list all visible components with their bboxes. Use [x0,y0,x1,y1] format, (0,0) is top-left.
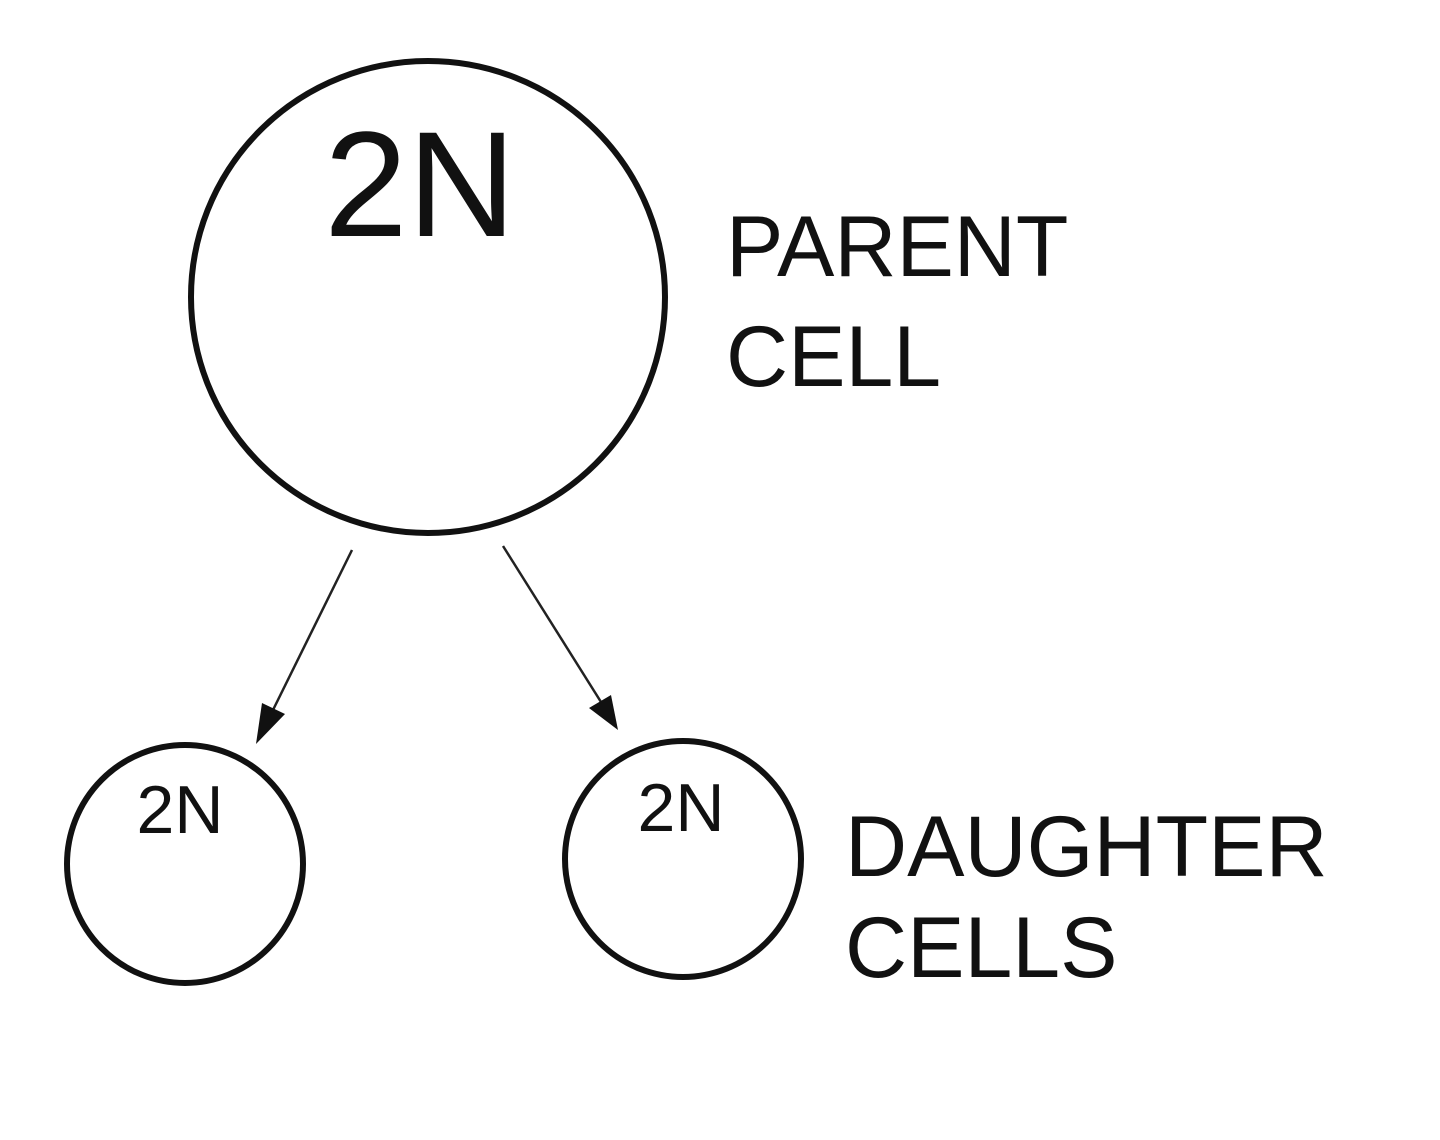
parent-cell-circle [188,58,668,536]
parent-cell-label: PARENT CELL [726,199,1068,405]
daughter-cells-label-line1: DAUGHTER [845,799,1328,895]
arrow-right [501,545,618,730]
daughter-cells-label-line2: CELLS [845,900,1118,996]
arrow-left [256,549,354,744]
arrow-left-head [256,703,285,744]
daughter-cell-right-ploidy: 2N [638,770,725,846]
parent-cell: 2N [188,58,668,536]
daughter-cell-left: 2N [64,742,306,986]
daughter-cell-right: 2N [562,738,804,980]
daughter-cell-left-circle [64,742,306,986]
arrow-right-shaft [501,545,603,703]
parent-cell-ploidy: 2N [324,100,516,268]
arrow-right-head [589,695,618,730]
daughter-cells-label: DAUGHTER CELLS [845,799,1328,996]
parent-cell-label-line1: PARENT [726,199,1068,295]
parent-cell-label-line2: CELL [726,309,941,405]
daughter-cell-left-ploidy: 2N [137,772,224,848]
arrow-left-shaft [270,549,354,713]
daughter-cell-right-circle [562,738,804,980]
